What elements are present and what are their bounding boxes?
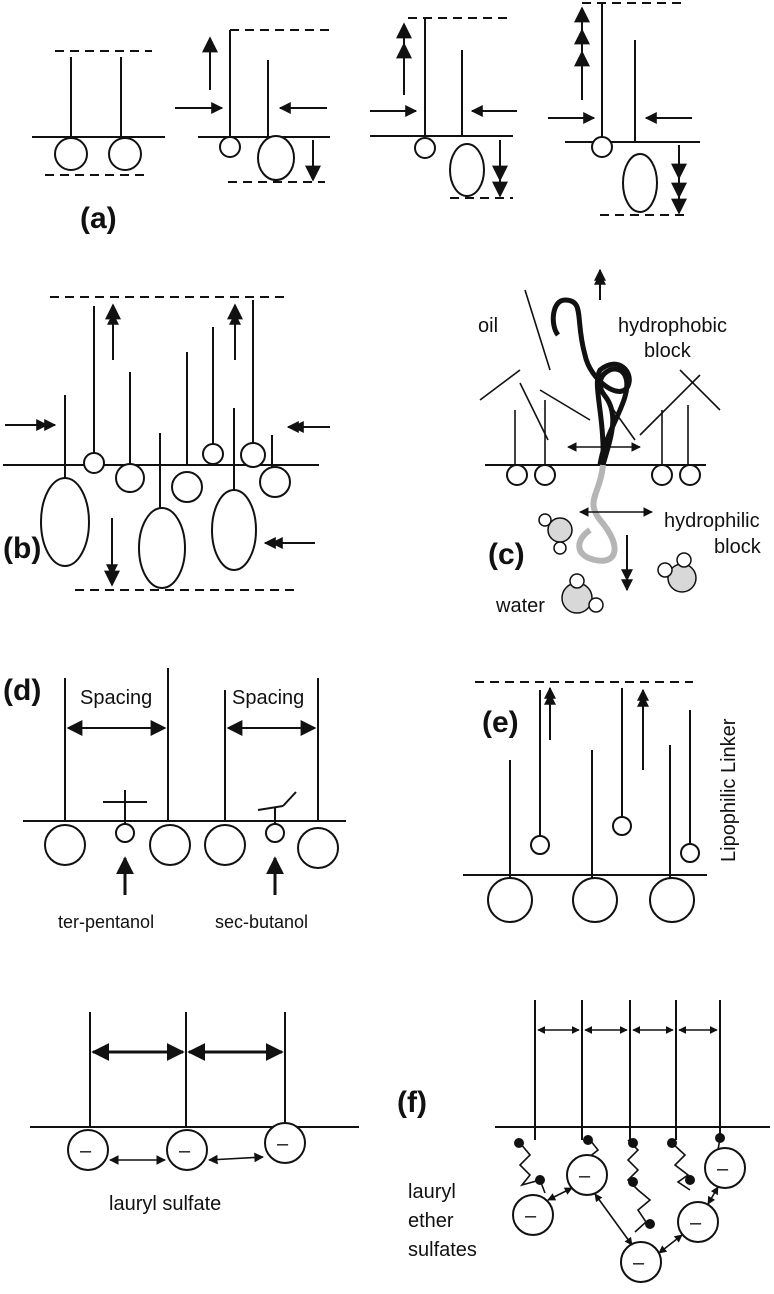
oil-label: oil — [478, 315, 498, 337]
hydrophobic-label-2: block — [644, 340, 692, 362]
charge-minus: – — [277, 1133, 289, 1155]
lauryl-ether-label-3: sulfates — [408, 1239, 477, 1261]
charge-minus: – — [525, 1205, 537, 1227]
panel-c-label: (c) — [488, 538, 525, 571]
spacing-right-label: Spacing — [232, 687, 304, 709]
lauryl-ether-label-1: lauryl — [408, 1181, 456, 1203]
panel-b: (b) — [3, 296, 330, 591]
panel-f-label: (f) — [397, 1086, 427, 1119]
charge-minus: – — [717, 1158, 729, 1180]
hydrophilic-label-1: hydrophilic — [664, 510, 760, 532]
panel-c: oil hydrophobic block hydrophilic block … — [478, 268, 762, 617]
charge-minus: – — [690, 1212, 702, 1234]
panel-e: Lipophilic Linker (e) — [463, 681, 740, 923]
panel-d-label: (d) — [3, 674, 41, 707]
spacing-left-label: Spacing — [80, 687, 152, 709]
hydrophobic-label-1: hydrophobic — [618, 315, 727, 337]
water-molecule — [657, 552, 697, 593]
panel-b-label: (b) — [3, 532, 41, 565]
charge-minus: – — [179, 1140, 191, 1162]
lauryl-sulfate-panel: – – – lauryl sulfate — [30, 1012, 359, 1215]
water-molecule — [561, 573, 604, 614]
lauryl-sulfate-label: lauryl sulfate — [109, 1193, 221, 1215]
panel-e-label: (e) — [482, 706, 519, 739]
charge-minus: – — [633, 1252, 645, 1274]
panel-a: (a) — [32, 2, 700, 235]
panel-d: Spacing Spacing ter-pentanol sec-butanol… — [3, 668, 346, 932]
panel-f: – – – – – (f) lauryl ether sulfates — [397, 1000, 770, 1283]
water-molecule — [538, 513, 573, 555]
ter-pentanol-label: ter-pentanol — [58, 912, 154, 932]
lauryl-ether-label-2: ether — [408, 1210, 454, 1232]
water-label: water — [495, 595, 545, 617]
charge-minus: – — [80, 1140, 92, 1162]
sec-butanol-label: sec-butanol — [215, 912, 308, 932]
panel-a-label: (a) — [80, 202, 117, 235]
lipophilic-linker-label: Lipophilic Linker — [718, 718, 740, 862]
hydrophilic-label-2: block — [714, 536, 762, 558]
charge-minus: – — [579, 1165, 591, 1187]
